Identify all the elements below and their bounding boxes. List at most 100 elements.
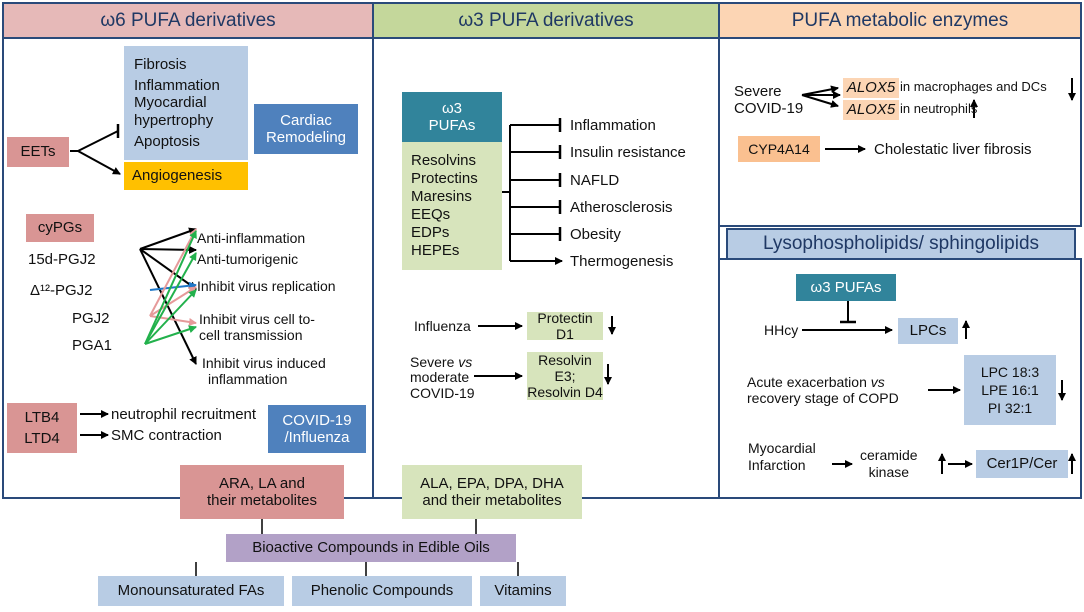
- influenza-text: /Influenza: [284, 429, 350, 446]
- severe-word: Severe: [410, 354, 455, 370]
- pufa-resolvins: Resolvins: [411, 152, 477, 169]
- remodeling-text: Remodeling: [265, 129, 347, 146]
- lt-box: LTB4 LTD4: [7, 403, 77, 453]
- ltb4-text: LTB4: [24, 409, 60, 427]
- effect-inhibit-transmission-2: cell transmission: [199, 327, 303, 343]
- effect-inflammation: Inflammation: [134, 77, 220, 95]
- ala-line2: and their metabolites: [422, 492, 562, 509]
- bioactive-text: Bioactive Compounds in Edible Oils: [252, 539, 490, 557]
- omega6-header: ω6 PUFA derivatives: [2, 2, 374, 39]
- cer1p-text: Cer1P/Cer: [986, 455, 1058, 473]
- protectin-text: Protectin D1: [537, 309, 593, 342]
- effect-myocardial: Myocardial: [134, 94, 207, 112]
- ara-box: ARA, LA and their metabolites: [180, 465, 344, 519]
- vs-word: vs: [458, 354, 473, 370]
- alox5-macro-badge: ALOX5: [843, 78, 899, 98]
- cardiac-remodeling-box: Cardiac Remodeling: [254, 104, 358, 154]
- lipid-lpc: LPC 18:3: [980, 363, 1040, 380]
- hhcy-text: HHcy: [764, 322, 799, 338]
- omega3-header-text: ω3 PUFA derivatives: [458, 9, 634, 31]
- protectin-box: Protectin D1: [527, 309, 603, 342]
- pufa-eeqs: EEQs: [411, 206, 451, 223]
- lipid-lpe: LPE 16:1: [981, 381, 1039, 398]
- acute-vs: vs: [870, 374, 885, 390]
- pg-delta12-pgj2: Δ¹²-PGJ2: [30, 282, 93, 299]
- pufa-maresins: Maresins: [411, 188, 472, 205]
- eets-box: EETs: [7, 137, 69, 167]
- acute-label: Acute exacerbation vs recovery stage of …: [747, 374, 899, 406]
- severe-vs-label: Severe vs moderate COVID-19: [410, 354, 475, 401]
- acute-word: Acute exacerbation: [747, 374, 867, 390]
- cypgs-box: cyPGs: [26, 214, 94, 242]
- ceramide-line2: kinase: [868, 463, 910, 480]
- eets-text: EETs: [20, 143, 56, 161]
- ltd4-text: LTD4: [24, 429, 60, 447]
- lyso-w3pufas-box: ω3 PUFAs: [796, 274, 896, 301]
- effect-anti-inflammation: Anti-inflammation: [197, 230, 306, 246]
- cer1p-box: Cer1P/Cer: [976, 450, 1068, 478]
- influenza-label: Influenza: [414, 318, 471, 334]
- target-atherosclerosis: Atherosclerosis: [570, 199, 673, 216]
- effect-inhibit-induced-1: Inhibit virus induced: [202, 355, 326, 371]
- phenolic-text: Phenolic Compounds: [310, 582, 454, 600]
- ceramide-line1: ceramide: [860, 447, 918, 463]
- pg-pgj2: PGJ2: [72, 310, 110, 327]
- target-thermogenesis: Thermogenesis: [570, 253, 674, 270]
- effect-inhibit-transmission-1: Inhibit virus cell to-: [199, 311, 315, 327]
- cyp-text: CYP4A14: [748, 140, 810, 157]
- eets-effects-box: Fibrosis Inflammation Myocardial hypertr…: [124, 46, 248, 160]
- bioactive-box: Bioactive Compounds in Edible Oils: [226, 534, 516, 562]
- omega3-header: ω3 PUFA derivatives: [372, 2, 720, 39]
- covid-influenza-box: COVID-19 /Influenza: [268, 405, 366, 453]
- pufa-edps: EDPs: [411, 224, 450, 241]
- ala-line1: ALA, EPA, DPA, DHA: [420, 474, 564, 492]
- severe-text: Severe vs: [410, 354, 475, 370]
- effect-hypertrophy: hypertrophy: [134, 111, 214, 129]
- effect-inhibit-induced-2: inflammation: [208, 371, 288, 387]
- severe-covid-line2: COVID-19: [734, 99, 804, 117]
- ceramide-label: ceramide kinase: [860, 447, 918, 481]
- alox5-text-1: ALOX5: [846, 79, 896, 97]
- alox5-macro-text: in macrophages and DCs: [900, 79, 1047, 94]
- omega3-title-line2: PUFAs: [428, 117, 476, 134]
- covid-label: COVID-19: [410, 384, 475, 401]
- lyso-header-text: Lysophospholipids/ sphingolipids: [762, 233, 1040, 254]
- moderate-text: moderate: [410, 369, 470, 386]
- pufa-protectins: Protectins: [411, 170, 478, 187]
- myocardial-line1: Myocardial: [748, 440, 816, 456]
- target-obesity: Obesity: [570, 226, 621, 243]
- omega3-pufa-list: Resolvins Protectins Maresins EEQs EDPs …: [402, 142, 502, 270]
- myocardial-label: Myocardial Infarction: [748, 440, 816, 474]
- target-nafld: NAFLD: [570, 172, 620, 189]
- cardiac-text: Cardiac: [280, 111, 332, 129]
- smc-contraction: SMC contraction: [111, 427, 222, 444]
- alox5-neut-badge: ALOX5: [843, 100, 899, 120]
- effect-fibrosis: Fibrosis: [134, 55, 187, 73]
- lipid-pi: PI 32:1: [987, 400, 1033, 417]
- alox5-text-2: ALOX5: [846, 101, 896, 119]
- lipid-list-box: LPC 18:3 LPE 16:1 PI 32:1: [964, 355, 1056, 425]
- neutrophil-recruitment: neutrophil recruitment: [111, 406, 257, 423]
- omega3-pufas-title-box: ω3 PUFAs: [402, 92, 502, 142]
- effect-anti-tumorigenic: Anti-tumorigenic: [197, 251, 299, 267]
- lyso-header: Lysophospholipids/ sphingolipids: [726, 228, 1076, 260]
- vitamins-box: Vitamins: [480, 576, 566, 606]
- target-insulin: Insulin resistance: [570, 144, 686, 161]
- pg-pga1: PGA1: [72, 337, 113, 354]
- pg-15d-pgj2: 15d-PGJ2: [28, 251, 96, 268]
- ara-line2: their metabolites: [206, 492, 318, 509]
- phenolic-box: Phenolic Compounds: [292, 576, 472, 606]
- resolvin-box: Resolvin E3; Resolvin D4: [527, 352, 603, 400]
- mufa-box: Monounsaturated FAs: [98, 576, 284, 606]
- cypgs-text: cyPGs: [37, 219, 83, 237]
- myocardial-line2: Infarction: [748, 456, 806, 473]
- vitamins-text: Vitamins: [494, 582, 552, 600]
- covid-text: COVID-19: [282, 411, 352, 429]
- alox5-neut-text: in neutrophils: [900, 101, 978, 116]
- acute-line2: recovery stage of COPD: [747, 390, 899, 407]
- cholestatic-text: Cholestatic liver fibrosis: [874, 141, 1032, 158]
- omega3-title-line1: ω3: [441, 99, 463, 117]
- target-inflammation: Inflammation: [570, 117, 656, 134]
- lyso-w3pufas-text: ω3 PUFAs: [810, 278, 882, 296]
